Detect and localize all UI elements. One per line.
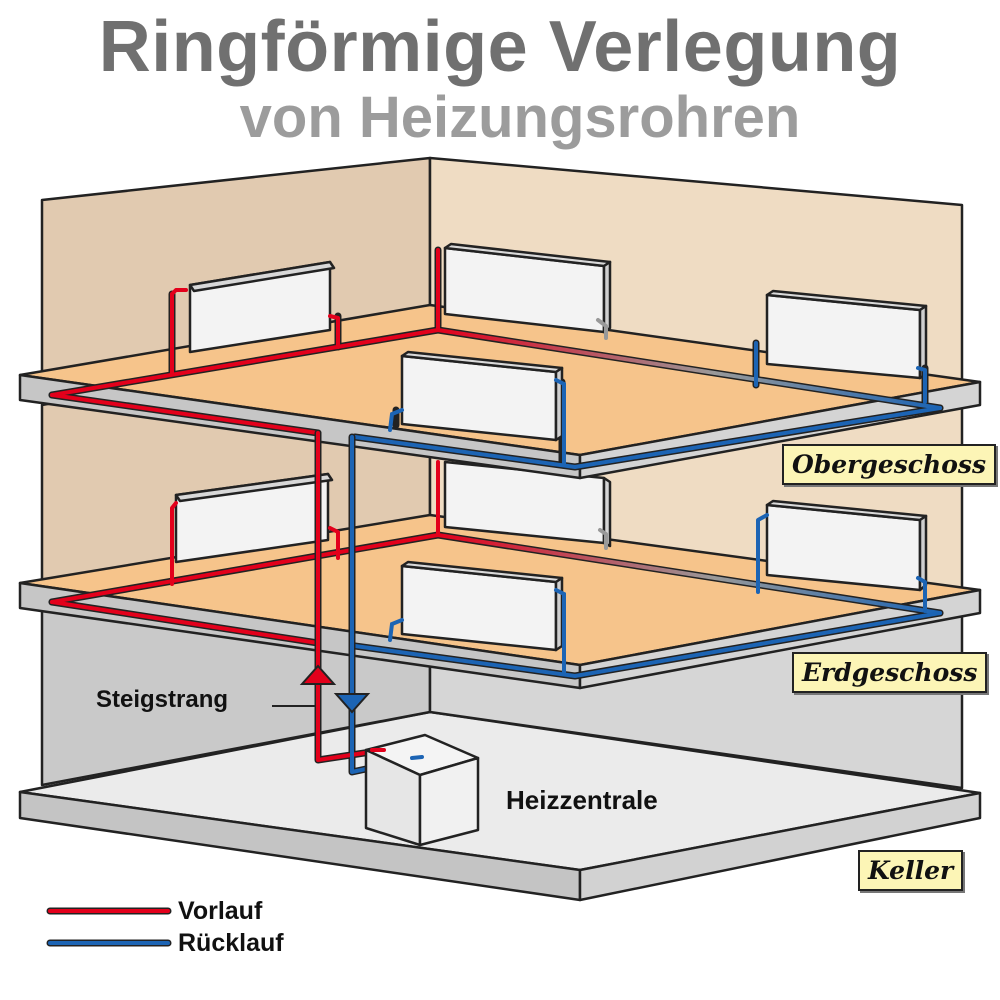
boiler-label: Heizzentrale	[506, 785, 658, 815]
title: Ringförmige Verlegung	[98, 7, 902, 87]
floor-label-ground: Erdgeschoss	[792, 652, 988, 693]
basement-floor	[18, 710, 982, 902]
floor-label-upper: Obergeschoss	[782, 444, 997, 485]
subtitle: von Heizungsrohren	[239, 85, 801, 150]
return-arrow-down	[333, 693, 371, 714]
floor-label-basement: Keller	[858, 850, 964, 891]
radiator-og-front	[400, 350, 564, 442]
radiator-og-back-left	[188, 260, 336, 354]
radiator-og-back-right	[765, 289, 928, 380]
pipes-ground-floor	[48, 460, 944, 680]
legend-supply-label: Vorlauf	[178, 897, 263, 925]
pipes-ground-front-radiator	[388, 588, 566, 675]
boiler-pipe-stubs	[370, 748, 424, 760]
pipes-upper-front-radiator	[388, 378, 566, 466]
radiator-eg-front	[400, 560, 564, 652]
legend-return-label: Rücklauf	[178, 929, 284, 957]
radiator-eg-back-left	[174, 472, 334, 564]
pipes-upper-floor	[48, 246, 944, 471]
boiler-unit	[364, 733, 480, 847]
radiator-eg-back-right	[765, 499, 928, 592]
supply-arrow-up	[299, 664, 337, 685]
riser-label: Steigstrang	[96, 686, 229, 713]
